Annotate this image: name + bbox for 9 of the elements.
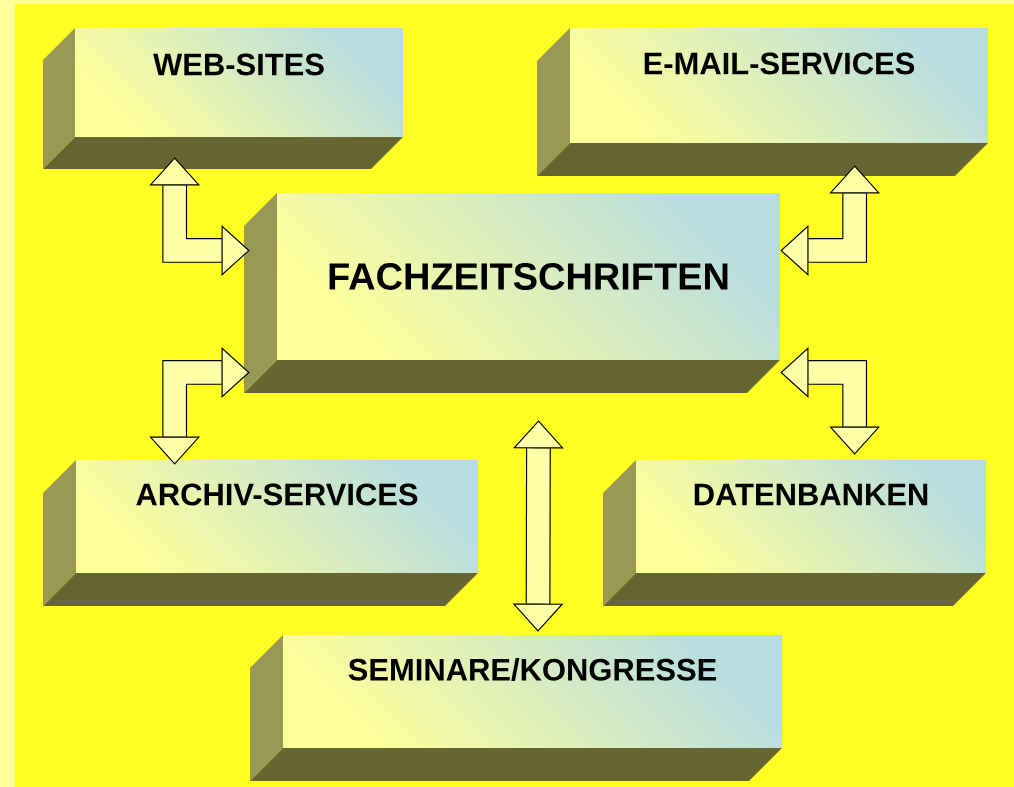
double-arrow [780,347,881,455]
double-arrow [149,347,250,465]
block-box: DATENBANKEN [603,460,986,606]
block-box: ARCHIV-SERVICES [43,460,478,606]
block-box: WEB-SITES [43,28,403,169]
block-box: E-MAIL-SERVICES [537,28,988,176]
double-arrow [149,157,250,276]
block-box: FACHZEITSCHRIFTEN [244,193,780,393]
block-box: SEMINARE/KONGRESSE [250,635,782,781]
